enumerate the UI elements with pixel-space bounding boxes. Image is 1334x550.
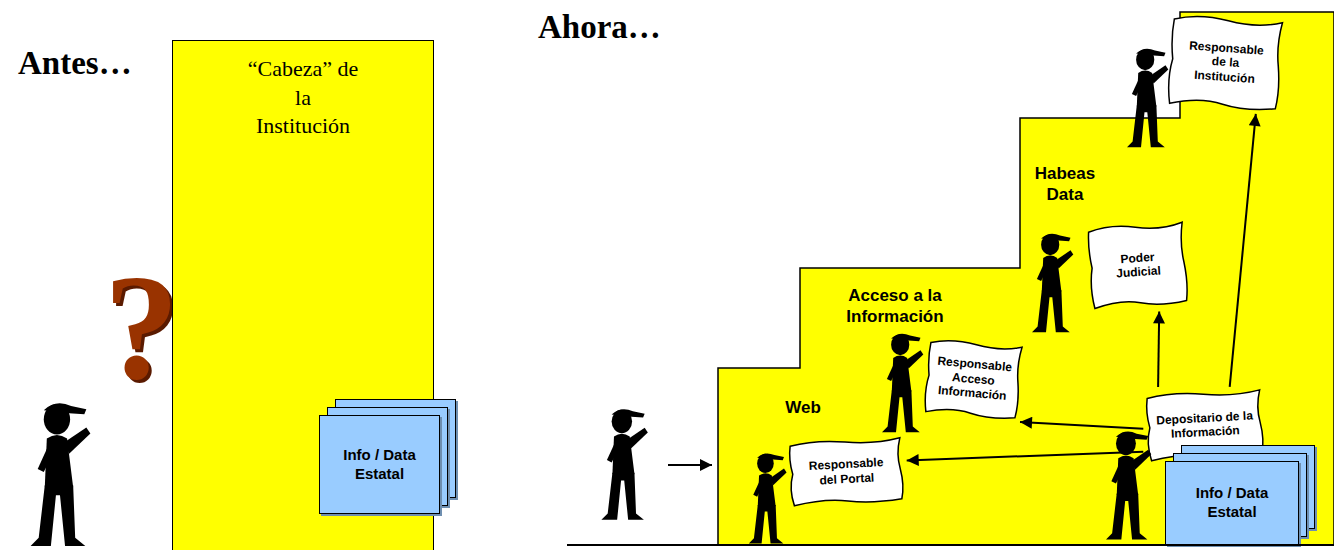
node-text: Info / Data Estatal [1175, 484, 1289, 522]
institution-box: “Cabeza” de la InstituciónInfo / Data Es… [172, 40, 434, 550]
data-stack: Info / Data Estatal [1165, 445, 1315, 545]
role-paper: Responsable del Portal [786, 435, 906, 508]
node-text: Responsable de la Institución [1183, 38, 1268, 87]
access-staircase: WebAcceso a la InformaciónHabeas DataRes… [718, 12, 1334, 545]
question-mark: ? [104, 252, 179, 402]
entry-arrow [668, 464, 712, 466]
paper-outline [924, 339, 1023, 420]
role-paper: Poder Judicial [1085, 219, 1191, 312]
data-stack: Info / Data Estatal [319, 399, 456, 514]
node-text: Web [768, 397, 838, 418]
node-text: Poder Judicial [1106, 248, 1170, 281]
paper-outline [789, 437, 904, 506]
node-text: Acceso a la Información [830, 285, 960, 328]
node-text: Info / Data Estatal [329, 446, 430, 484]
paper-text-area: Responsable del Portal [786, 435, 906, 508]
document-sheet: Info / Data Estatal [1165, 461, 1299, 545]
person-figure [31, 403, 91, 546]
paper-outline [1167, 15, 1283, 112]
node-text: Depositario de la Información [1152, 408, 1257, 442]
role-paper: Responsable de la Institución [1165, 11, 1286, 114]
node-text: “Cabeza” de la Institución [247, 55, 359, 141]
paper-text-area: Poder Judicial [1085, 219, 1191, 312]
node-text: Responsable del Portal [801, 455, 892, 488]
paper-text-area: Responsable Acceso Información [922, 336, 1025, 422]
panel-heading: Ahora… [538, 8, 661, 48]
panel-heading: Antes… [18, 44, 132, 84]
node-text: Habeas Data [1030, 163, 1100, 206]
role-paper: Responsable Acceso Información [922, 336, 1025, 422]
paper-outline [1087, 222, 1188, 309]
document-sheet: Info / Data Estatal [319, 415, 440, 514]
paper-text-area: Responsable de la Institución [1165, 11, 1286, 114]
node-text: Responsable Acceso Información [931, 354, 1016, 404]
person-figure [601, 409, 647, 520]
staircase-outline [718, 12, 1334, 545]
